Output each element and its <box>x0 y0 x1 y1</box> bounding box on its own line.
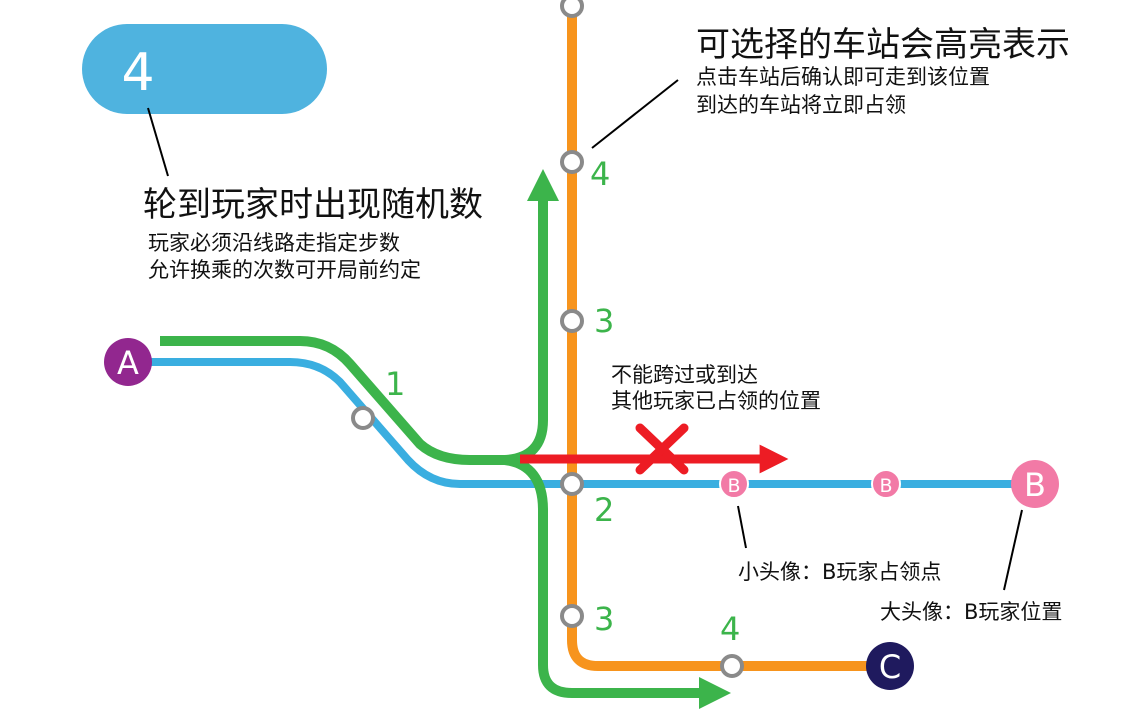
dice-badge: 4 <box>82 24 327 114</box>
station-step-1[interactable] <box>351 406 375 430</box>
blocked-note-line1: 不能跨过或到达 <box>611 363 758 387</box>
player-a-avatar[interactable]: A <box>104 338 152 386</box>
blue-line <box>124 358 1039 488</box>
selectable-note-line2: 到达的车站将立即占领 <box>696 93 906 117</box>
selectable-note-title: 可选择的车站会高亮表示 <box>696 25 1070 65</box>
dice-note-line1: 玩家必须沿线路走指定步数 <box>148 231 400 255</box>
orange-line <box>567 0 895 671</box>
player-b-occupied-1: B <box>719 469 749 499</box>
player-b-label: B <box>1024 466 1046 504</box>
player-a-label: A <box>117 344 139 382</box>
station-step-3-up[interactable] <box>560 309 584 333</box>
step-label-4-down: 4 <box>720 610 740 648</box>
station-step-4-down[interactable] <box>720 654 744 678</box>
station-top[interactable] <box>560 0 584 18</box>
dice-note-title: 轮到玩家时出现随机数 <box>143 185 483 225</box>
player-b-occupied-2: B <box>871 469 901 499</box>
small-avatar-note: 小头像：B玩家占领点 <box>738 560 941 584</box>
station-step-2[interactable] <box>560 472 584 496</box>
small-avatar-callout-line <box>737 505 747 549</box>
step-label-3-up: 3 <box>594 302 614 340</box>
player-b-small-label-2: B <box>879 475 892 497</box>
dice-badge-bg <box>82 24 327 114</box>
step-label-4-up: 4 <box>590 155 610 193</box>
player-c-avatar[interactable]: C <box>866 642 914 690</box>
player-b-small-label-1: B <box>727 475 740 497</box>
big-avatar-callout-line <box>1003 509 1023 591</box>
blocked-note-line2: 其他玩家已占领的位置 <box>611 389 821 413</box>
green-path-lower <box>504 455 732 710</box>
blocked-x-icon <box>635 423 689 475</box>
selectable-callout-line <box>591 79 679 149</box>
green-path-upper <box>160 168 560 465</box>
player-b-avatar[interactable]: B <box>1011 460 1059 508</box>
step-label-2: 2 <box>594 491 614 529</box>
dice-callout-line <box>147 107 169 177</box>
station-step-3-down[interactable] <box>560 604 584 628</box>
big-avatar-note: 大头像：B玩家位置 <box>880 600 1062 624</box>
step-label-1: 1 <box>385 365 405 403</box>
station-step-4-up[interactable] <box>560 150 584 174</box>
dice-note-line2: 允许换乘的次数可开局前约定 <box>148 258 421 282</box>
player-c-label: C <box>879 648 901 686</box>
selectable-note-line1: 点击车站后确认即可走到该位置 <box>696 65 990 89</box>
step-label-3-down: 3 <box>594 600 614 638</box>
dice-value: 4 <box>121 43 154 103</box>
